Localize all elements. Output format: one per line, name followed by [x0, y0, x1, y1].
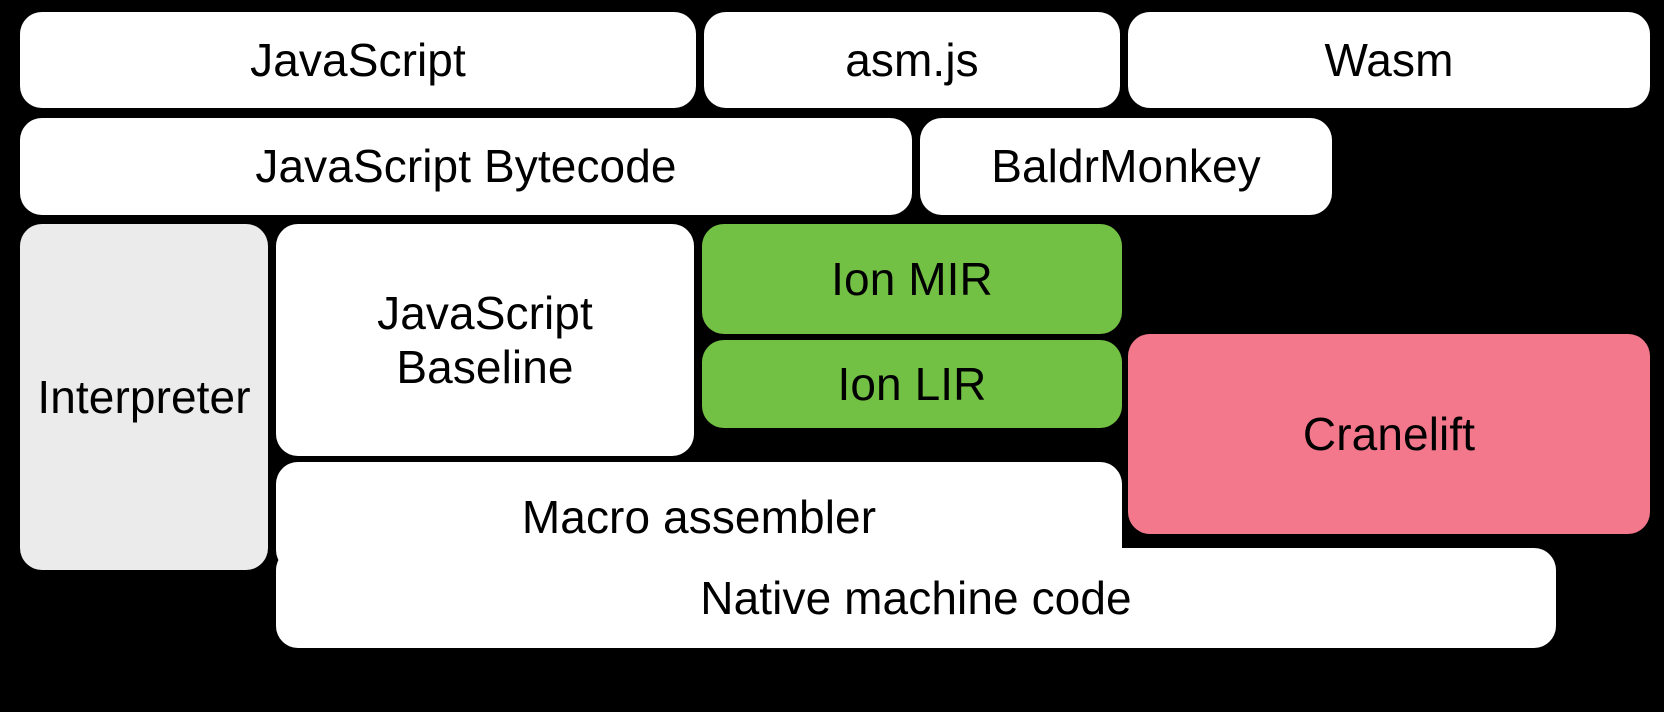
node-javascript: JavaScript — [20, 12, 696, 108]
node-interpreter: Interpreter — [20, 224, 268, 570]
node-baldrmonkey: BaldrMonkey — [920, 118, 1332, 215]
node-asmjs: asm.js — [704, 12, 1120, 108]
node-ion-lir: Ion LIR — [702, 340, 1122, 428]
node-ion-mir: Ion MIR — [702, 224, 1122, 334]
node-wasm: Wasm — [1128, 12, 1650, 108]
node-native-machine-code: Native machine code — [276, 548, 1556, 648]
node-cranelift: Cranelift — [1128, 334, 1650, 534]
node-javascript-baseline: JavaScript Baseline — [276, 224, 694, 456]
node-javascript-bytecode: JavaScript Bytecode — [20, 118, 912, 215]
